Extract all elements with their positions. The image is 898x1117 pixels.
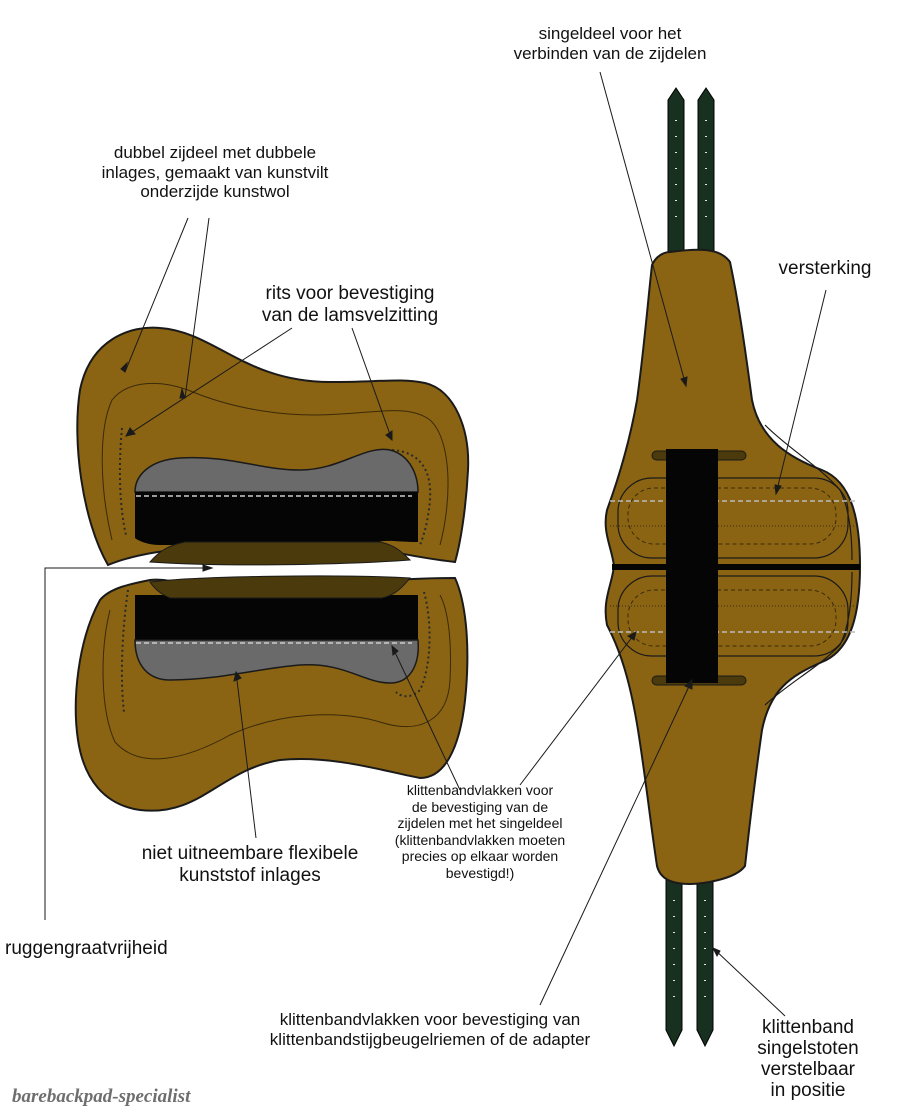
label-side-panel: dubbel zijdeel met dubbele inlages, gema… (101, 143, 329, 202)
label-velcro-straps: klittenband singelstoten verstelbaar in … (757, 1017, 859, 1101)
side-panel-top (76, 326, 470, 567)
label-zipper: rits voor bevestiging van de lamsvelzitt… (261, 283, 439, 326)
label-spine: ruggengraatvrijheid (5, 938, 168, 959)
label-velcro-side: klittenbandvlakken voor de bevestiging v… (394, 782, 566, 881)
girth-strap-bottom-left (665, 879, 683, 1048)
zipper-top-right (391, 449, 432, 546)
stirrup-velcro-strip (666, 449, 718, 683)
watermark: barebackpad-specialist (12, 1086, 191, 1107)
girth-strap-bottom-right (696, 879, 714, 1048)
zipper-bottom-left (120, 589, 129, 713)
girth-strap-top-left (667, 87, 685, 256)
inlay-top (134, 448, 419, 493)
zipper-bottom-right (395, 591, 431, 698)
label-velcro-adapter: klittenbandvlakken voor bevestiging van … (269, 1010, 591, 1049)
label-reinforcement: versterking (778, 258, 872, 279)
side-panel-bottom (74, 575, 469, 812)
velcro-area-upper (610, 477, 856, 559)
girth-strap-top-right (697, 87, 715, 256)
label-girth-part: singeldeel voor het verbinden van de zij… (513, 24, 707, 63)
velcro-area-lower (610, 575, 856, 657)
leader-lines (44, 71, 827, 1017)
inlay-bottom (134, 639, 419, 684)
label-inlays: niet uitneembare flexibele kunststof inl… (141, 843, 359, 886)
